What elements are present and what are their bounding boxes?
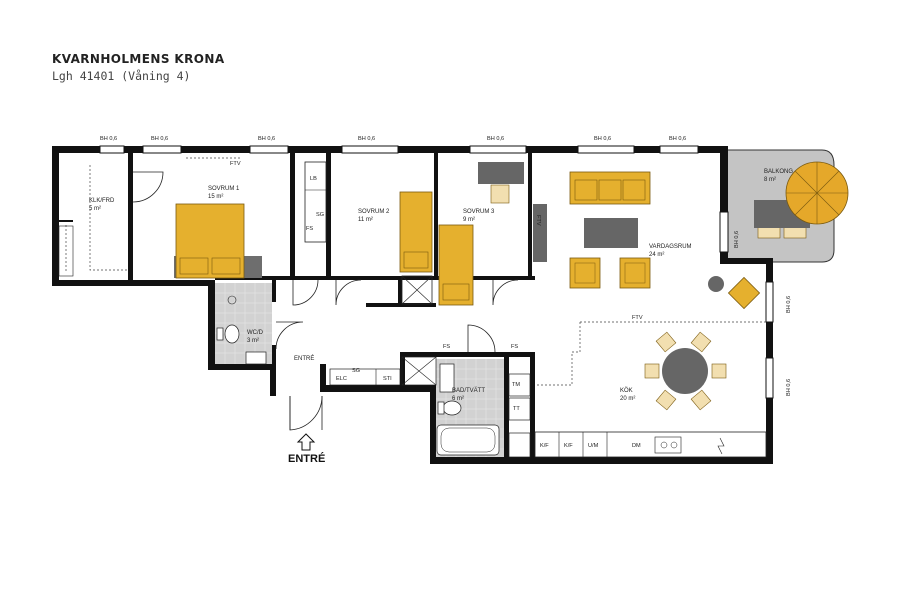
room-sovrum2-area: 11 m² (358, 217, 373, 223)
single-bed-1 (399, 191, 433, 273)
ftv-label-1: FTV (230, 161, 241, 167)
dining-set (644, 331, 727, 411)
room-badtvatt-name: BAD/TVÄTT (452, 387, 485, 394)
desk (478, 162, 524, 184)
room-kok-area: 20 m² (620, 396, 635, 402)
dashed-lines (65, 157, 766, 386)
tv-unit (533, 204, 547, 262)
room-sovrum1-name: SOVRUM 1 (208, 186, 240, 192)
room-kok-name: KÖK (620, 387, 633, 394)
side-table (708, 276, 724, 292)
wardrobe (401, 275, 433, 305)
entrance-label: ENTRÉ (288, 452, 325, 465)
armchair-left (569, 257, 601, 289)
window-label-9: BH 0,6 (786, 296, 792, 313)
windows (99, 145, 774, 399)
room-sovrum1-area: 15 m² (208, 194, 223, 200)
interior-walls (59, 153, 535, 457)
lb-label: LB (310, 176, 317, 182)
window-label-1: BH 0,6 (100, 136, 117, 142)
sofa (569, 171, 651, 205)
room-wcd-name: WC/D (247, 330, 264, 336)
room-klk-name: KLK/FRD (89, 198, 115, 204)
room-klk-area: 5 m² (89, 206, 101, 212)
room-sovrum2-name: SOVRUM 2 (358, 209, 390, 215)
tt-label: TT (513, 406, 520, 412)
kf-label-1: K/F (540, 443, 549, 449)
kf-label-2: K/F (564, 443, 573, 449)
fs-label-2: FS (443, 344, 450, 350)
hall-storage (329, 368, 401, 386)
closet (304, 161, 327, 243)
window-label-5: BH 0,6 (487, 136, 504, 142)
dm-label: DM (632, 443, 641, 449)
elc-label: ELC (336, 376, 347, 382)
window-label-8: BH 0,6 (734, 231, 740, 248)
hall-closet (401, 356, 437, 386)
unit-subtitle: Lgh 41401 (Våning 4) (52, 69, 191, 83)
window-label-3: BH 0,6 (258, 136, 275, 142)
bath-fixtures (436, 363, 531, 458)
room-sovrum3-name: SOVRUM 3 (463, 209, 495, 215)
project-title: KVARNHOLMENS KRONA (52, 52, 225, 66)
window-label-6: BH 0,6 (594, 136, 611, 142)
room-wcd-area: 3 m² (247, 338, 259, 344)
room-sovrum3-area: 9 m² (463, 217, 475, 223)
room-balkong-name: BALKONG (764, 169, 793, 175)
window-label-7: BH 0,6 (669, 136, 686, 142)
double-bed (174, 203, 262, 279)
room-badtvatt-area: 6 m² (452, 396, 464, 402)
entrance-arrow-icon (296, 433, 316, 451)
armchair-right (619, 257, 651, 289)
single-bed-2 (438, 224, 474, 306)
room-balkong-area: 8 m² (764, 177, 776, 183)
kitchen-counter (534, 431, 767, 458)
fs-label-1: FS (306, 226, 313, 232)
um-label: U/M (588, 443, 599, 449)
lounge-chair (727, 276, 761, 310)
window-label-2: BH 0,6 (151, 136, 168, 142)
doors (132, 171, 519, 431)
sg-label-1: SG (316, 212, 324, 218)
sg-label-2: SG (352, 368, 360, 374)
ftv-label-3: FTV (632, 315, 643, 321)
tm-label: TM (512, 382, 520, 388)
room-entre-name: ENTRÉ (294, 355, 314, 362)
wc-fixtures (216, 295, 267, 365)
fs-label-3: FS (511, 344, 518, 350)
room-vardagsrum-name: VARDAGSRUM (649, 244, 692, 250)
shelf (58, 225, 74, 277)
umbrella-icon (785, 161, 849, 225)
room-vardagsrum-area: 24 m² (649, 252, 664, 258)
sti-label: STI (383, 376, 392, 382)
coffee-table (584, 218, 638, 248)
window-label-10: BH 0,6 (786, 379, 792, 396)
desk-chair (490, 184, 510, 204)
window-label-4: BH 0,6 (358, 136, 375, 142)
ftv-label-2: FTV (535, 215, 541, 226)
